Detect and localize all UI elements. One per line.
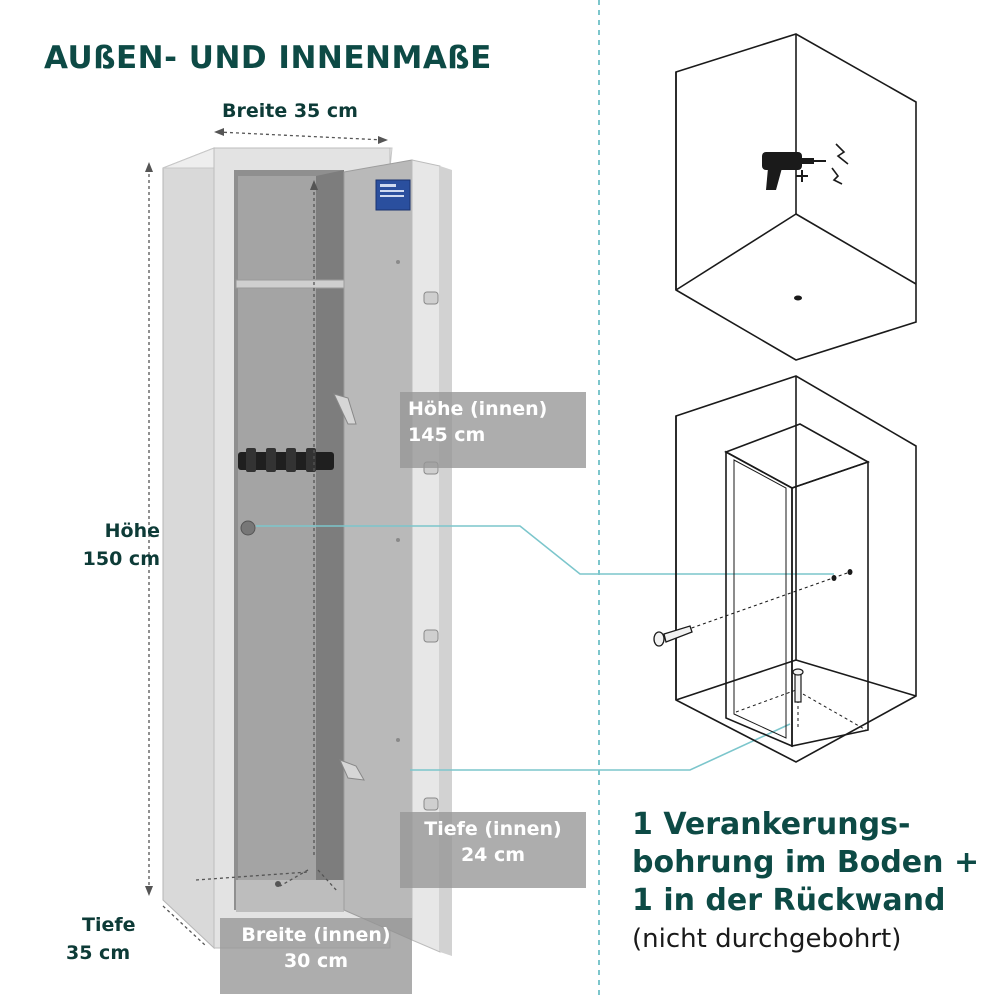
caption-line-3: 1 in der Rückwand — [632, 883, 946, 918]
outer-depth-value: 35 cm — [66, 942, 131, 964]
inner-width-label: Breite (innen) — [241, 924, 391, 946]
outer-depth-label: Tiefe — [82, 914, 136, 936]
outer-width-label: Breite 35 cm — [222, 100, 358, 122]
inner-width-value: 30 cm — [283, 950, 349, 972]
inner-depth-value: 24 cm — [460, 844, 526, 866]
page-title: AUßEN- UND INNENMAßE — [44, 40, 492, 76]
caption-line-4: (nicht durchgebohrt) — [632, 924, 902, 954]
outer-height-label: Höhe — [104, 520, 160, 542]
inner-height-label: Höhe (innen) — [408, 398, 548, 420]
gun-safe — [162, 147, 452, 956]
leader-lines — [256, 525, 834, 771]
inner-height-value: 145 cm — [408, 424, 486, 446]
dimension-lines — [148, 131, 385, 947]
floor-bolt — [792, 668, 804, 703]
anchoring-caption: 1 Verankerungs- bohrung im Boden + 1 in … — [632, 806, 979, 958]
caption-line-2: bohrung im Boden + — [632, 845, 980, 880]
anchoring-diagram — [675, 375, 917, 763]
drill-icon — [762, 152, 826, 190]
inner-depth-label: Tiefe (innen) — [424, 818, 562, 840]
wall-diagram — [675, 33, 917, 361]
bolt-icon — [831, 143, 849, 185]
inner-width-box: Breite (innen) 30 cm — [220, 918, 412, 994]
caption-line-1: 1 Verankerungs- — [632, 807, 911, 842]
anchor-bolt-icon — [653, 625, 693, 647]
inner-height-box: Höhe (innen) 145 cm — [400, 392, 586, 468]
outer-height-value: 150 cm — [82, 548, 160, 570]
inner-depth-box: Tiefe (innen) 24 cm — [400, 812, 586, 888]
